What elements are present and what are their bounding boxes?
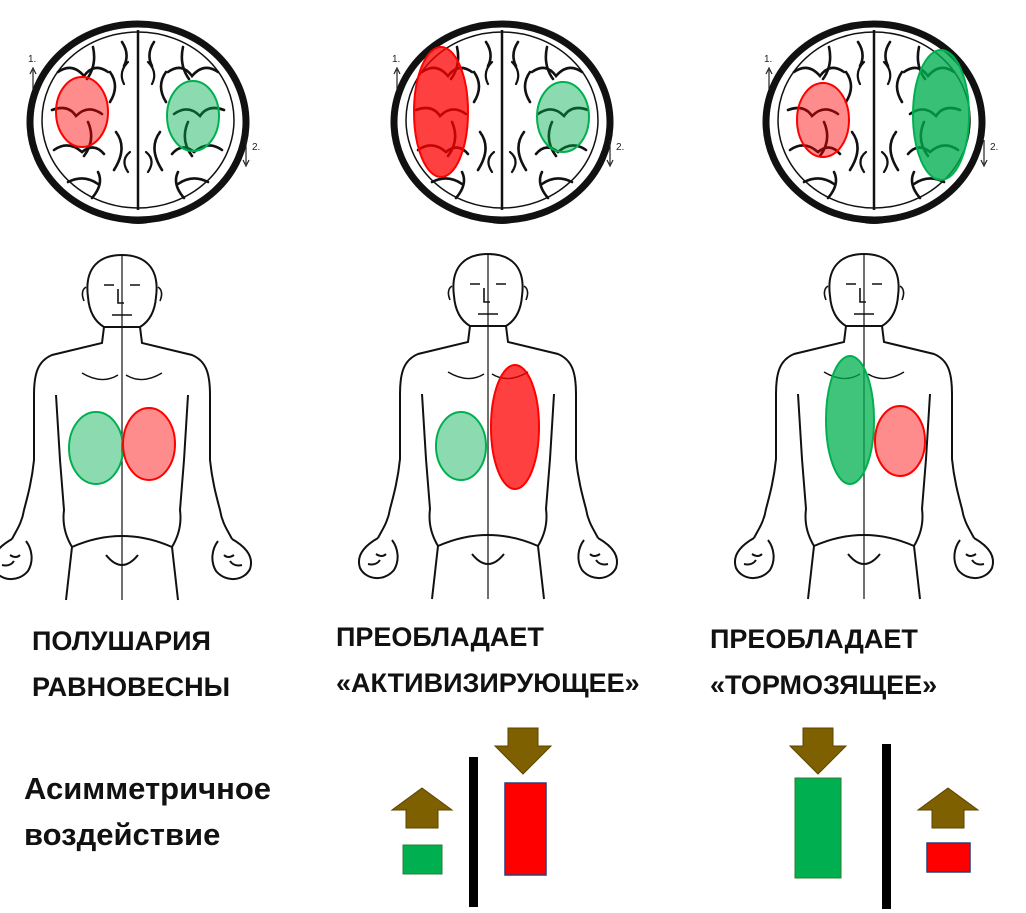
asymmetry-panel-inhibiting [789, 727, 979, 909]
red-bar-small [926, 842, 971, 873]
svg-text:2.: 2. [252, 142, 260, 153]
green-bar-large [794, 777, 842, 879]
caption-line: ПРЕОБЛАДАЕТ [336, 622, 544, 652]
svg-text:1.: 1. [392, 54, 400, 65]
brain-zone-green-2 [536, 81, 590, 153]
marker-1-panel-3: 1. [764, 54, 773, 90]
up-arrow-icon [391, 787, 453, 829]
body-zone-green-3 [825, 355, 875, 485]
body-zone-red-1 [122, 407, 176, 481]
body-zone-green-1 [68, 411, 124, 485]
green-bar-small [402, 844, 443, 875]
body-figure-2 [357, 253, 619, 600]
svg-text:2.: 2. [616, 142, 624, 153]
red-bar-large [504, 782, 547, 876]
marker-1-panel-2: 1. [392, 54, 401, 90]
svg-text:2.: 2. [990, 142, 998, 153]
asymmetric-effect-label: Асимметричное воздействие [24, 766, 271, 858]
caption-line: ПРЕОБЛАДАЕТ [710, 624, 918, 654]
brain-zone-red-3 [796, 82, 850, 158]
caption-line: ПОЛУШАРИЯ [32, 626, 211, 656]
up-arrow-icon [917, 787, 979, 829]
label-line: Асимметричное [24, 771, 272, 806]
caption-activating: ПРЕОБЛАДАЕТ «АКТИВИЗИРУЮЩЕЕ» [336, 614, 640, 706]
divider-bar [882, 744, 891, 909]
asymmetry-panel-activating [391, 727, 552, 907]
body-zone-green-2 [435, 411, 487, 481]
svg-text:1.: 1. [28, 54, 36, 65]
caption-inhibiting: ПРЕОБЛАДАЕТ «ТОРМОЗЯЩЕЕ» [710, 616, 937, 708]
panel-3: 1. 2. [733, 24, 998, 600]
down-arrow-icon [789, 727, 847, 775]
caption-line: РАВНОВЕСНЫ [32, 672, 231, 702]
body-zone-red-3 [874, 405, 926, 477]
brain-zone-green-3 [912, 49, 970, 181]
panel-2: 1. 2. [357, 24, 624, 600]
marker-2-panel-3: 2. [980, 140, 998, 168]
panel-1: 1. 2. [0, 24, 260, 601]
divider-bar [469, 757, 478, 907]
brain-zone-red-2 [413, 46, 469, 178]
caption-line: «ТОРМОЗЯЩЕЕ» [710, 670, 938, 700]
marker-1-panel-1: 1. [28, 54, 37, 90]
marker-2-panel-2: 2. [606, 140, 624, 168]
marker-2-panel-1: 2. [242, 140, 260, 168]
brain-zone-red-1 [55, 76, 109, 148]
caption-line: «АКТИВИЗИРУЮЩЕЕ» [336, 668, 640, 698]
svg-text:1.: 1. [764, 54, 772, 65]
down-arrow-icon [494, 727, 552, 775]
body-zone-red-2 [490, 364, 540, 490]
label-line: воздействие [24, 817, 221, 852]
caption-balanced: ПОЛУШАРИЯ РАВНОВЕСНЫ [32, 618, 230, 710]
brain-zone-green-1 [166, 80, 220, 152]
